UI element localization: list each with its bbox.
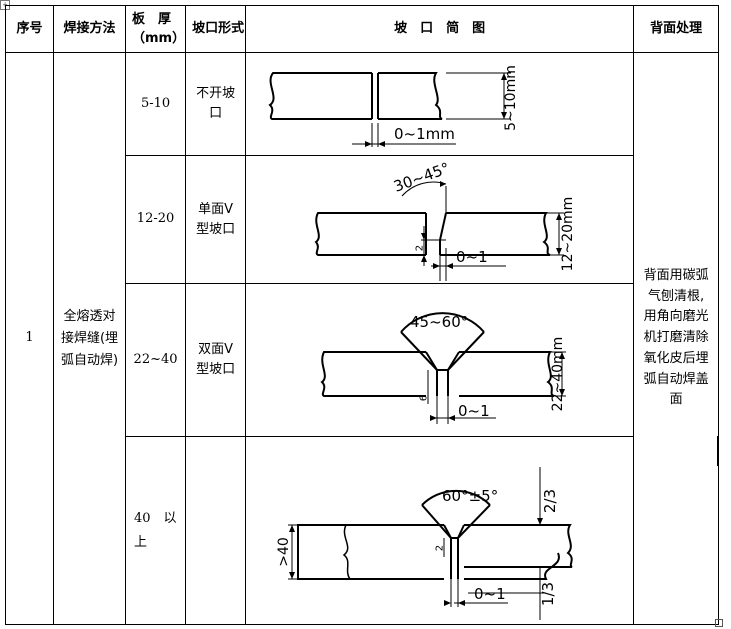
diagram-cell-single-v: 30~45° 2 0~1 12~20mm <box>245 155 635 284</box>
header-back-treatment: 背面处理 <box>633 5 720 53</box>
header-seq: 序号 <box>5 5 54 53</box>
label-root: 2 <box>415 245 426 251</box>
table-row: 40 以上 <box>6 436 719 625</box>
label-gap: 0~1 <box>456 248 488 266</box>
header-row: 序号 焊接方法 板 厚 （mm） 坡口形式 坡 口 简 图 背面处理 <box>5 5 720 53</box>
header-thickness-label: 板 厚 <box>132 11 172 27</box>
label-gap: 0~1 <box>458 402 490 420</box>
thickness-cell: 40 以上 <box>124 436 187 625</box>
method-cell: 全熔透对接焊缝(埋弧自动焊) <box>53 52 126 625</box>
groove-cell: 双面V型坡口 <box>185 283 247 437</box>
table-row: 22~40 双面V型坡口 <box>6 283 719 437</box>
label-thickness: 22~40mm <box>550 337 566 412</box>
groove-cell: 单面V型坡口 <box>185 155 247 284</box>
label-angle: 30~45° <box>391 159 452 196</box>
thick-plate-diagram: 60°±5° 2/3 2 0~1 1/3 >40 <box>276 467 573 620</box>
text-cursor <box>717 436 719 466</box>
seq-cell: 1 <box>5 52 54 625</box>
diagram-cell-butt: 5~10mm 0~1mm <box>245 52 635 156</box>
header-groove-form: 坡口形式 <box>185 5 247 53</box>
groove-cell: 不开坡口 <box>185 52 247 156</box>
label-thickness: >40 <box>276 537 292 567</box>
label-gap: 0~1 <box>474 585 506 603</box>
thickness-cell: 22~40 <box>124 283 187 437</box>
table-row: 1 全熔透对接焊缝(埋弧自动焊) 5-10 不开坡口 <box>5 52 720 625</box>
single-v-diagram: 30~45° 2 0~1 12~20mm <box>314 159 576 281</box>
thickness-cell: 12-20 <box>124 155 187 284</box>
label-root: 2 <box>435 545 446 551</box>
label-thickness: 12~20mm <box>560 197 576 272</box>
label-gap: 0~1mm <box>394 125 455 143</box>
header-thickness-unit: （mm） <box>132 31 186 46</box>
diagram-cell-40plus: 60°±5° 2/3 2 0~1 1/3 >40 <box>245 436 635 625</box>
diagram-cell-double-v: 45~60° 6 0~1 22~40mm <box>245 283 635 437</box>
welding-table: 序号 焊接方法 板 厚 （mm） 坡口形式 坡 口 简 图 背面处理 1 全熔透… <box>5 5 720 625</box>
back-treatment-cell: 背面用碳弧气刨清根,用角向磨光机打磨清除氧化皮后埋弧自动焊盖面 <box>633 52 720 625</box>
header-diagram: 坡 口 简 图 <box>245 5 635 53</box>
label-thickness: 5~10mm <box>503 65 519 131</box>
butt-joint-diagram: 5~10mm 0~1mm <box>268 65 519 147</box>
label-angle: 60°±5° <box>442 487 498 505</box>
label-bottom-fraction: 1/3 <box>539 582 557 606</box>
thickness-cell: 5-10 <box>124 52 187 156</box>
groove-cell-empty <box>185 436 247 625</box>
double-v-diagram: 45~60° 6 0~1 22~40mm <box>320 312 567 424</box>
label-top-fraction: 2/3 <box>541 489 559 513</box>
label-root: 6 <box>419 395 430 401</box>
resize-handle-icon[interactable] <box>715 619 723 627</box>
label-angle: 45~60° <box>410 313 468 331</box>
table-row: 12-20 单面V型坡口 <box>6 155 719 284</box>
header-method: 焊接方法 <box>53 5 126 53</box>
header-thickness: 板 厚 （mm） <box>124 5 187 53</box>
